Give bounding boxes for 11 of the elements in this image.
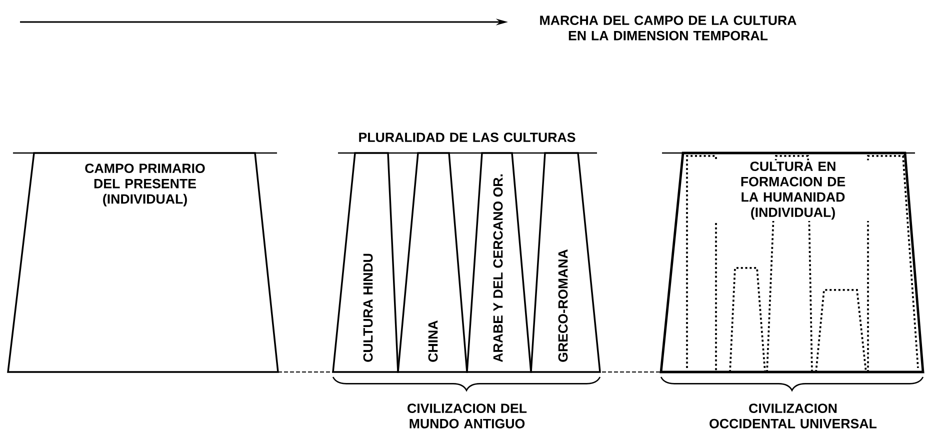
caption-text: PLURALIDAD DE LAS CULTURAS (359, 132, 576, 142)
caption-text: CIVILIZACION DEL MUNDO ANTIGUO (408, 404, 527, 428)
trapezoid-field: GRECO-ROMANA (530, 152, 601, 373)
dashed-ground-line (278, 371, 661, 373)
trapezoid-field: ARABE Y DEL CERCANO OR. (466, 152, 532, 373)
trapezoid-field: CULTURA HINDU (332, 152, 399, 373)
trapezoid-field: CAMPO PRIMARIO DEL PRESENTE (INDIVIDUAL) (7, 152, 279, 373)
caption-text: CIVILIZACION OCCIDENTAL UNIVERSAL (710, 404, 877, 428)
caption-text: MARCHA DEL CAMPO DE LA CULTURA EN LA DIMENSION TEMPORAL (540, 16, 796, 40)
trapezoid-field: CULTURA EN FORMACION DE LA HUMANIDAD (INDIVIDUAL) (660, 152, 924, 374)
trapezoid-field: CHINA (397, 152, 468, 373)
